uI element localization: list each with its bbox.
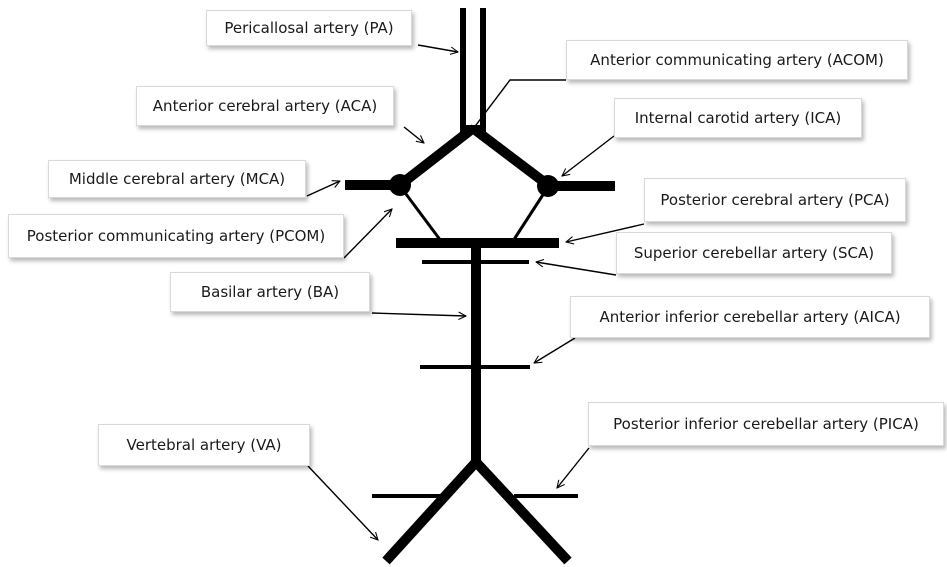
- label-anterior-inferior-cerebellar-artery: Anterior inferior cerebellar artery (AIC…: [570, 296, 930, 338]
- pointer-arrows: [306, 44, 645, 540]
- va-vessel-right: [471, 457, 572, 565]
- aca-vessel-left: [396, 125, 476, 189]
- label-anterior-communicating-artery: Anterior communicating artery (ACOM): [566, 40, 908, 80]
- aca-vessel-right: [470, 125, 552, 189]
- pcom-vessel-right: [511, 186, 550, 242]
- ica-node-right: [537, 175, 559, 197]
- label-superior-cerebellar-artery: Superior cerebellar artery (SCA): [616, 232, 892, 274]
- label-posterior-communicating-artery: Posterior communicating artery (PCOM): [8, 214, 344, 258]
- va-arrow: [307, 465, 378, 540]
- aica-arrow: [534, 337, 576, 363]
- pcom-vessel-left: [398, 185, 443, 242]
- mca-arrow: [306, 181, 340, 197]
- vessel-tree: [345, 8, 615, 565]
- ica-node-left: [389, 174, 411, 196]
- label-anterior-cerebral-artery: Anterior cerebral artery (ACA): [136, 86, 394, 126]
- ba-arrow: [371, 313, 466, 316]
- pa-arrow: [417, 44, 458, 52]
- pca-arrow: [566, 223, 645, 242]
- label-basilar-artery: Basilar artery (BA): [170, 272, 370, 312]
- ica-arrow: [562, 135, 615, 176]
- label-vertebral-artery: Vertebral artery (VA): [98, 424, 310, 466]
- label-middle-cerebral-artery: Middle cerebral artery (MCA): [48, 160, 306, 198]
- sca-arrow: [536, 262, 617, 276]
- acom-arrow: [470, 79, 566, 133]
- aca-arrow: [403, 126, 424, 143]
- label-posterior-inferior-cerebellar-artery: Posterior inferior cerebellar artery (PI…: [588, 402, 944, 446]
- pcom-arrow: [343, 209, 392, 259]
- label-internal-carotid-artery: Internal carotid artery (ICA): [614, 98, 862, 138]
- label-pericallosal-artery: Pericallosal artery (PA): [206, 10, 412, 46]
- va-vessel-left: [382, 457, 481, 565]
- pica-arrow: [557, 447, 590, 488]
- label-posterior-cerebral-artery: Posterior cerebral artery (PCA): [644, 178, 906, 222]
